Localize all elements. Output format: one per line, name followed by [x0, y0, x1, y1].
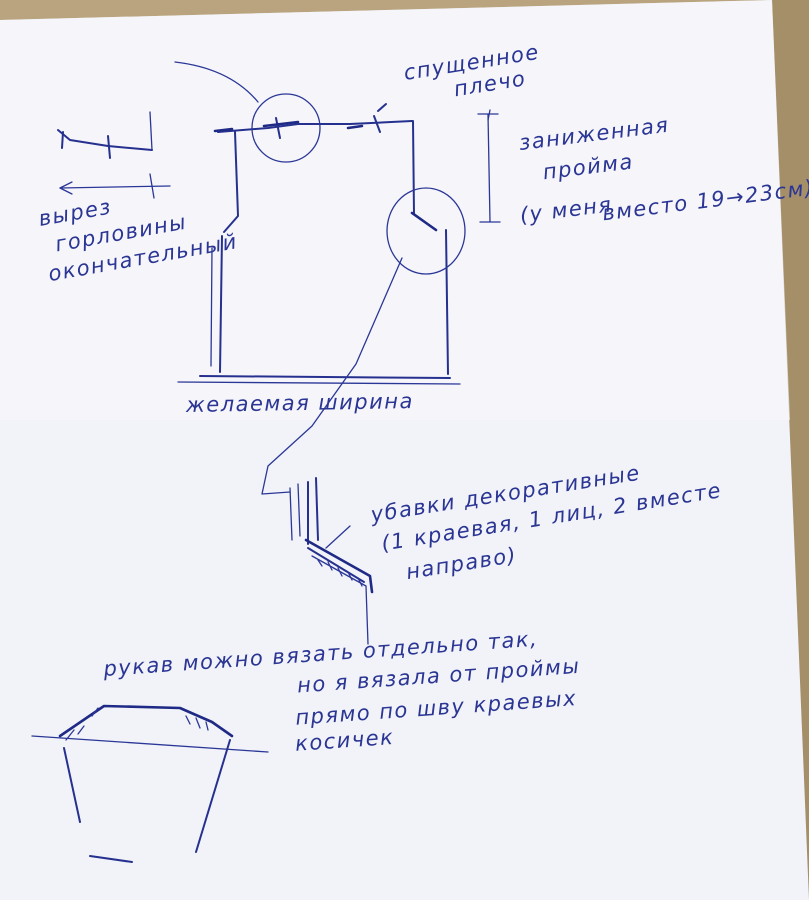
zoom-leader-line — [261, 257, 403, 495]
sleeve-sketch — [31, 704, 269, 863]
armhole-circle — [386, 187, 466, 275]
shoulder-leader-line — [174, 61, 259, 103]
shoulder-circle — [251, 93, 321, 163]
armhole-dimension — [477, 109, 501, 223]
decrease-detail — [289, 477, 374, 645]
paper-highlight — [0, 0, 790, 420]
neckline-detail — [57, 111, 171, 199]
body-pattern — [177, 103, 461, 385]
label-desired-width: желаемая ширина — [185, 389, 414, 417]
